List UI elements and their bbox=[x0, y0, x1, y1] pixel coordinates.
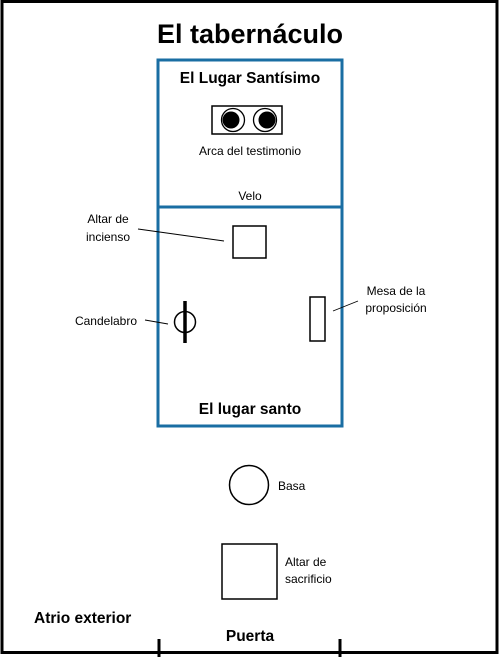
table-label-line2: proposición bbox=[365, 301, 426, 315]
incense-altar-label-line1: Altar de bbox=[87, 212, 129, 226]
altar-of-sacrifice-icon bbox=[221, 543, 278, 600]
incense-altar-label-line2: incienso bbox=[86, 230, 130, 244]
diagram-title: El tabernáculo bbox=[157, 19, 343, 49]
table-label-line1: Mesa de la bbox=[367, 284, 426, 298]
lampstand-leader bbox=[144, 319, 169, 325]
sacrifice-altar-label-line1: Altar de bbox=[285, 555, 327, 569]
ark-label: Arca del testimonio bbox=[199, 144, 301, 158]
lampstand-icon bbox=[173, 301, 197, 343]
incense-altar-leader bbox=[137, 228, 225, 242]
lampstand-label: Candelabro bbox=[75, 314, 137, 328]
laver-label: Basa bbox=[278, 479, 306, 493]
holy-place-heading: El lugar santo bbox=[199, 401, 302, 418]
laver-icon bbox=[228, 464, 270, 506]
sacrifice-altar-label-line2: sacrificio bbox=[285, 572, 332, 586]
table-of-showbread-icon bbox=[309, 296, 326, 342]
gate-label: Puerta bbox=[226, 628, 275, 645]
sanctuary-border bbox=[156, 58, 344, 428]
ark-of-covenant-icon bbox=[211, 105, 283, 135]
holy-of-holies-heading: El Lugar Santísimo bbox=[180, 70, 320, 87]
altar-of-incense-icon bbox=[232, 225, 267, 259]
veil-label: Velo bbox=[238, 189, 262, 203]
table-leader bbox=[332, 300, 359, 312]
outer-court-label: Atrio exterior bbox=[34, 610, 131, 627]
